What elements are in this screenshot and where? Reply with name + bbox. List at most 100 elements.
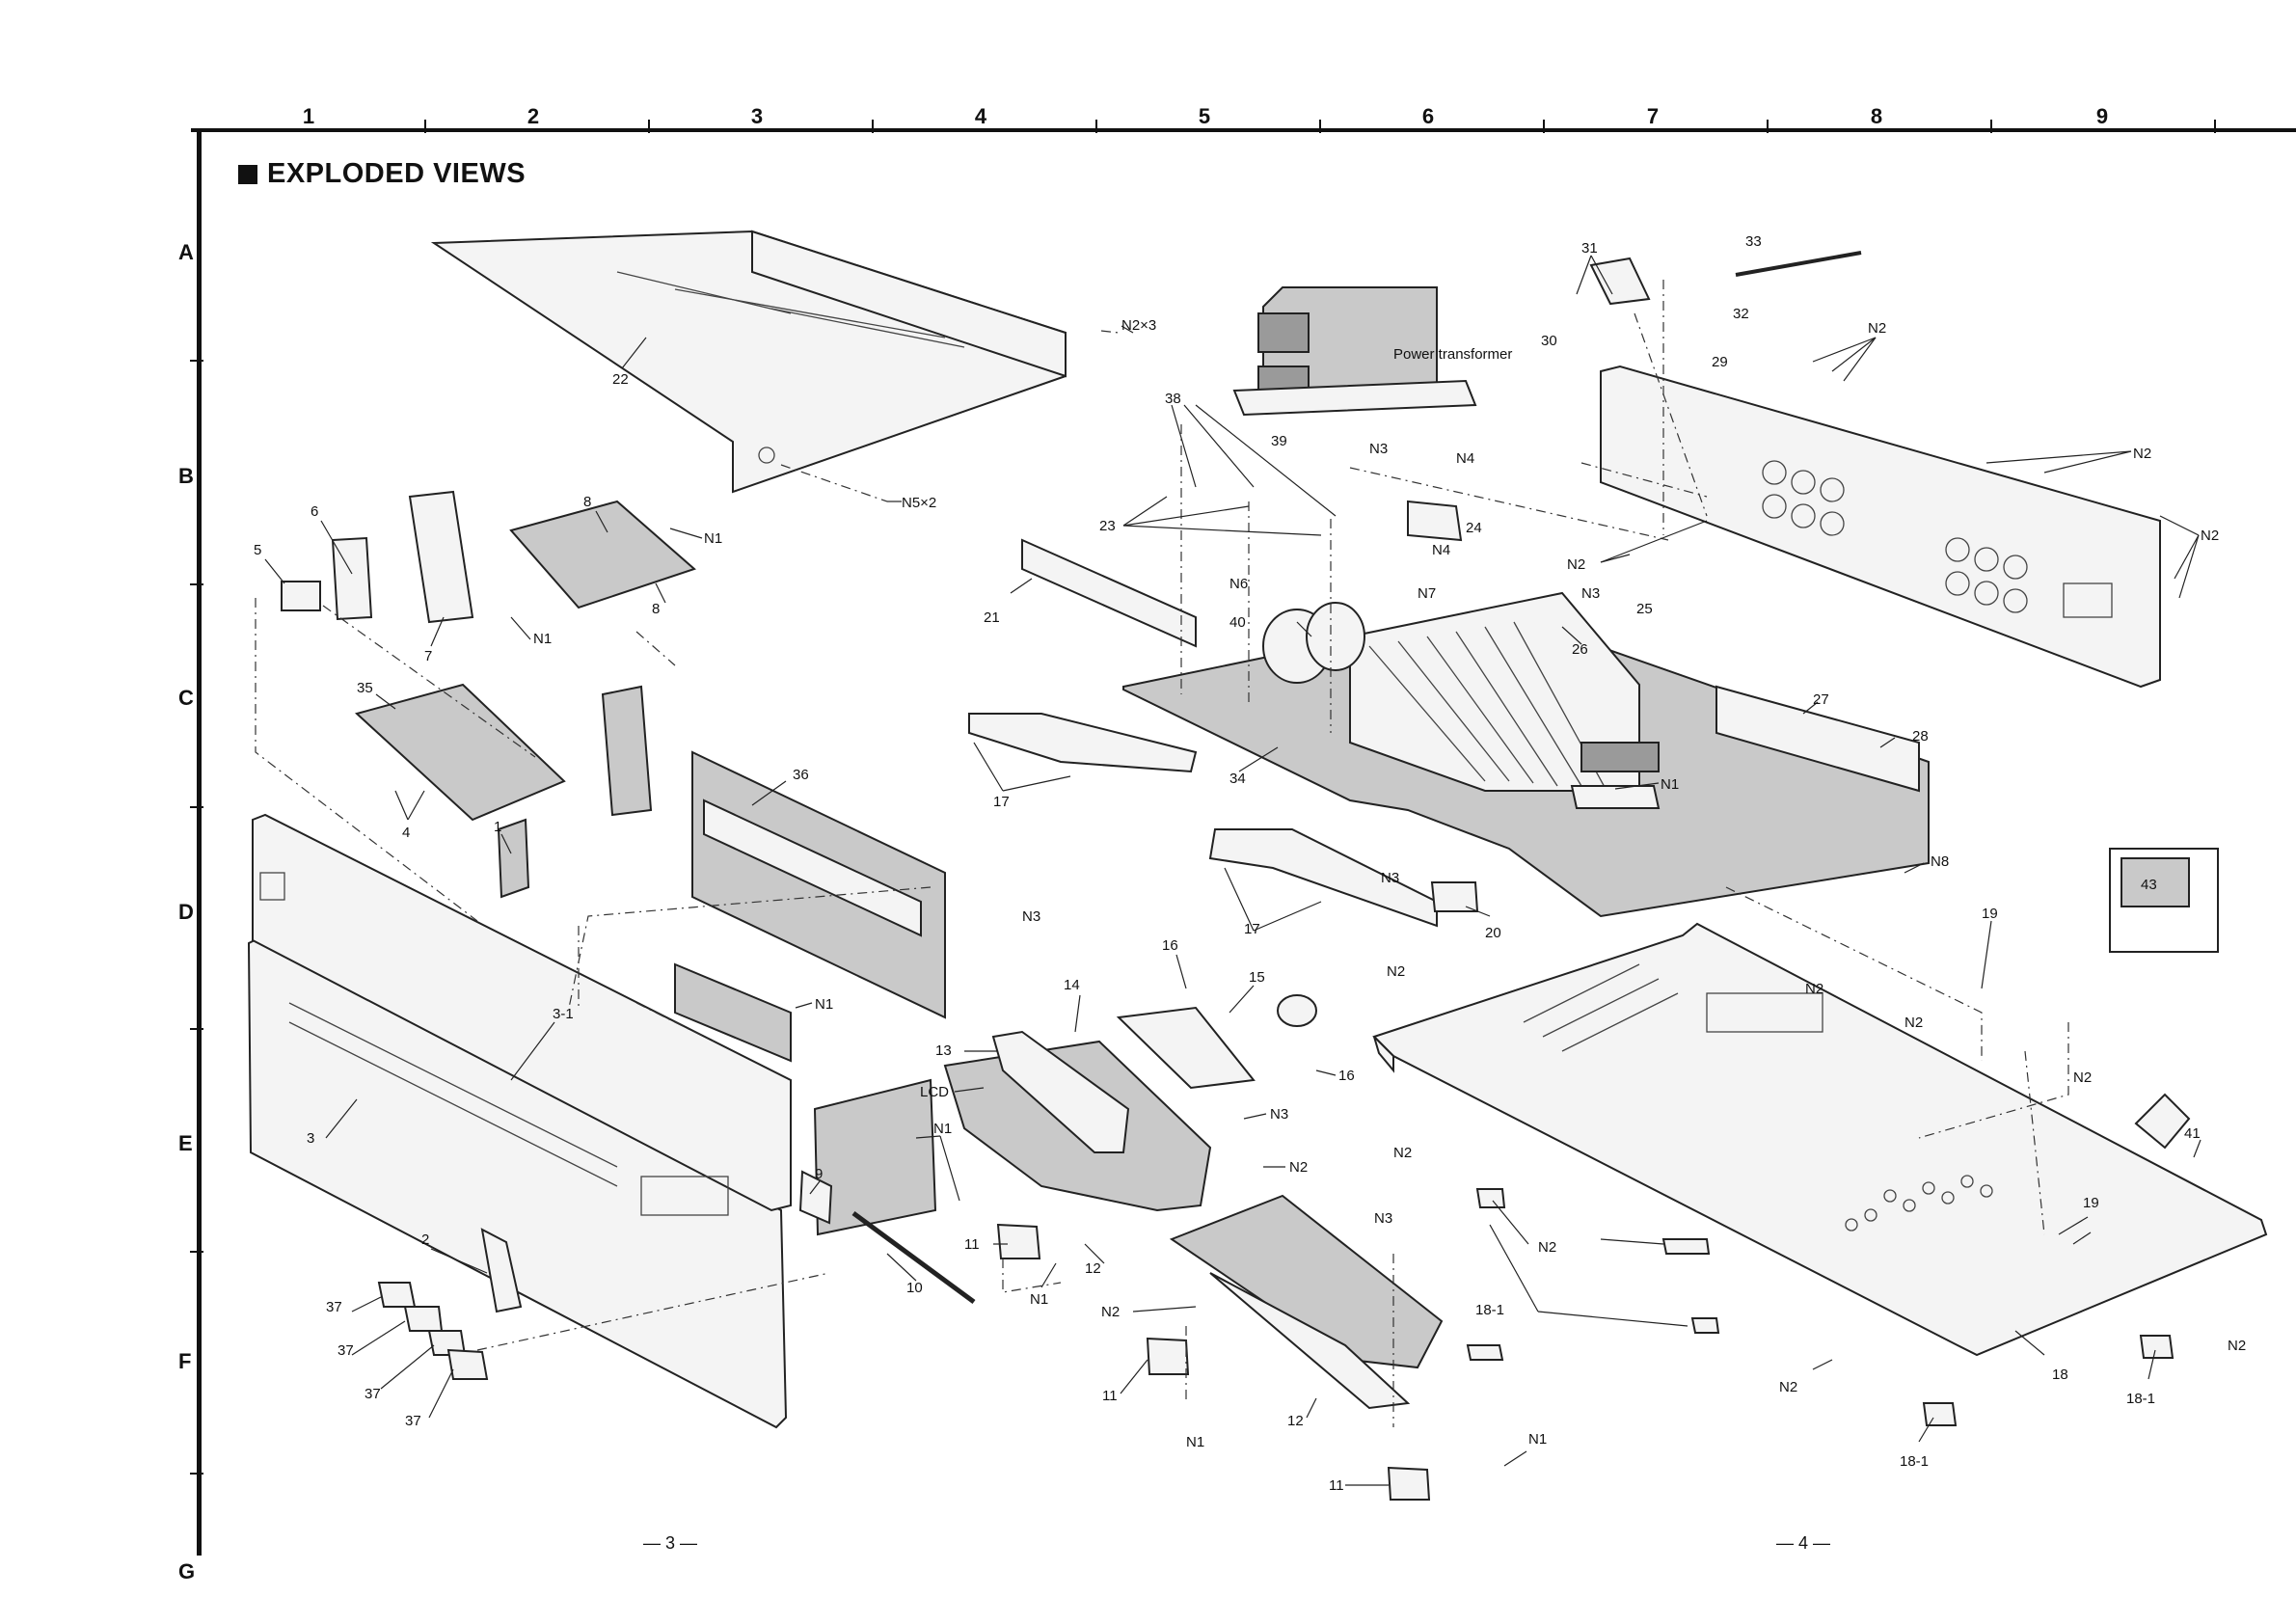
assembly-lines	[255, 280, 2069, 1427]
grid-col-1: 1	[302, 104, 315, 128]
part-label-35: 35	[357, 680, 373, 696]
screw-label-n1: N1	[1030, 1291, 1048, 1308]
bottom-chassis-part	[1372, 922, 2268, 1357]
grid-col-tick	[424, 120, 426, 133]
grid-col-6: 6	[1421, 104, 1435, 128]
screw-label-n4: N4	[1432, 542, 1450, 558]
part-label-16: 16	[1338, 1068, 1355, 1084]
part-label-18: 18	[2052, 1367, 2068, 1383]
screw-label-n6: N6	[1229, 576, 1248, 592]
screw-label-n2: N2	[2201, 528, 2219, 544]
grid-row-G: G	[178, 1559, 196, 1583]
part-label-9: 9	[815, 1166, 823, 1182]
screw-label-n3: N3	[1369, 441, 1388, 457]
screw-label-n2: N2	[1538, 1239, 1556, 1256]
leader-lines	[264, 255, 2201, 1486]
part-label-11: 11	[1102, 1388, 1118, 1404]
part-label-37: 37	[338, 1342, 354, 1359]
front-panel-part	[247, 813, 792, 1429]
grid-col-tick	[1767, 120, 1769, 133]
screw-label-n3: N3	[1581, 585, 1600, 602]
screw-label-n2: N2	[1805, 981, 1823, 997]
part-label-31: 31	[1581, 240, 1598, 257]
page-title-text: EXPLODED VIEWS	[267, 158, 527, 189]
grid-row-C: C	[178, 686, 194, 710]
screw-label-n3: N3	[1381, 870, 1399, 886]
screw-label-n7: N7	[1418, 585, 1436, 602]
part-label-37: 37	[326, 1299, 342, 1315]
grid-col-2: 2	[527, 104, 540, 128]
grid-col-5: 5	[1198, 104, 1211, 128]
grid-col-tick	[648, 120, 650, 133]
part-label-15: 15	[1249, 969, 1265, 986]
grid-row-tick	[190, 1251, 203, 1253]
part-label-43: 43	[2141, 877, 2157, 893]
screw-label-n2: N2	[1904, 1015, 1923, 1031]
part-label-1: 1	[494, 819, 501, 835]
screw-label-n2: N2	[2073, 1069, 2092, 1086]
screw-label-n8: N8	[1931, 853, 1949, 870]
part-label-8: 8	[583, 494, 591, 510]
screw-label-n2: N2	[1101, 1304, 1120, 1320]
part-label-16: 16	[1162, 937, 1178, 954]
part-label-21: 21	[984, 609, 1000, 626]
part-label-12: 12	[1085, 1260, 1101, 1277]
title-bullet-icon	[238, 164, 257, 184]
part-label-40: 40	[1229, 614, 1246, 631]
frame-top-border	[191, 128, 2296, 132]
screw-label-n1: N1	[1661, 776, 1679, 793]
screw-label-n1: N1	[933, 1121, 952, 1137]
screw-label-n1: N1	[704, 530, 722, 547]
part-label-lcd: LCD	[920, 1084, 949, 1100]
power-transformer-part	[1232, 286, 1477, 417]
screw-label-n3: N3	[1270, 1106, 1288, 1123]
screw-label-n2: N2	[2228, 1338, 2246, 1354]
grid-row-tick	[190, 1473, 203, 1475]
part-label-14: 14	[1064, 977, 1080, 993]
part-label-32: 32	[1733, 306, 1749, 322]
part-label-33: 33	[1745, 233, 1762, 250]
part-label-18-1: 18-1	[1475, 1302, 1504, 1318]
part-label-6: 6	[311, 503, 318, 520]
part-label-30: 30	[1541, 333, 1557, 349]
small-parts	[281, 251, 2191, 1501]
screw-label-n2: N2	[1567, 556, 1585, 573]
part-label-17: 17	[1244, 921, 1260, 937]
inset-box-43	[2109, 848, 2219, 953]
screw-label-n2: N2	[2133, 446, 2151, 462]
part-label-12: 12	[1287, 1413, 1304, 1429]
part-label-24: 24	[1466, 520, 1482, 536]
part-label-3: 3	[307, 1130, 314, 1147]
grid-row-tick	[190, 1028, 203, 1030]
grid-row-F: F	[178, 1349, 192, 1373]
part-label-3-1: 3-1	[553, 1006, 574, 1022]
grid-col-3: 3	[750, 104, 764, 128]
screw-label-n2: N2	[1393, 1145, 1412, 1161]
screw-label-n2: N2	[1289, 1159, 1308, 1176]
part-label-18-1: 18-1	[2126, 1391, 2155, 1407]
part-label-4: 4	[402, 825, 410, 841]
part-label-25: 25	[1636, 601, 1653, 617]
part-label-23: 23	[1099, 518, 1116, 534]
part-label-10: 10	[906, 1280, 923, 1296]
grid-col-tick	[2214, 120, 2216, 133]
part-label-26: 26	[1572, 641, 1588, 658]
part-label-11: 11	[964, 1236, 980, 1253]
part-label-20: 20	[1485, 925, 1501, 941]
grid-col-tick	[1095, 120, 1097, 133]
part-label-41: 41	[2184, 1125, 2201, 1142]
grid-row-D: D	[178, 900, 194, 924]
top-cover-part	[430, 230, 1067, 494]
grid-row-E: E	[178, 1131, 193, 1155]
screw-label-n1: N1	[1186, 1434, 1204, 1450]
part-label-22: 22	[612, 371, 629, 388]
screw-label-n2: N2	[1868, 320, 1886, 337]
part-label-39: 39	[1271, 433, 1287, 449]
part-label-19: 19	[2083, 1195, 2099, 1211]
part-label-37: 37	[405, 1413, 421, 1429]
display-board-part	[691, 750, 946, 1019]
part-label-7: 7	[424, 648, 432, 664]
grid-col-7: 7	[1646, 104, 1660, 128]
screw-label-n5x2: N5×2	[902, 495, 936, 511]
